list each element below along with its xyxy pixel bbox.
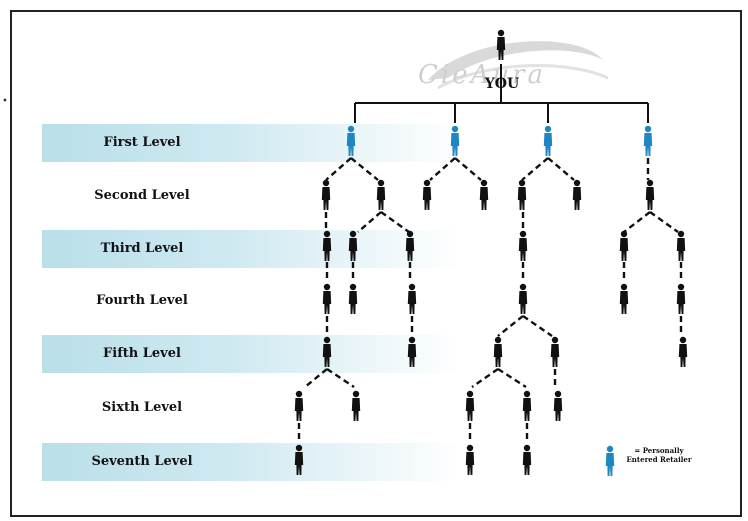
top-bar (0, 0, 748, 8)
person-icon (322, 336, 332, 367)
level-label-fifth: Fifth Level (103, 346, 181, 361)
person-icon (405, 230, 415, 261)
person-icon (553, 390, 563, 421)
person-icon (522, 444, 532, 475)
personally-entered-person-icon (643, 125, 653, 156)
person-icon (407, 336, 417, 367)
person-icon (518, 230, 528, 261)
person-icon (572, 179, 582, 210)
person-icon (676, 230, 686, 261)
person-icon (351, 390, 361, 421)
level-band-first (42, 124, 462, 162)
person-icon (550, 336, 560, 367)
person-icon (422, 179, 432, 210)
person-icon (465, 390, 475, 421)
legend-personally-entered-icon (605, 445, 615, 476)
person-icon (465, 444, 475, 475)
personally-entered-person-icon (346, 125, 356, 156)
level-label-fourth: Fourth Level (96, 293, 188, 308)
person-icon (294, 444, 304, 475)
personally-entered-person-icon (450, 125, 460, 156)
person-icon (376, 179, 386, 210)
person-icon (322, 230, 332, 261)
level-label-first: First Level (103, 135, 181, 150)
level-label-seventh: Seventh Level (91, 454, 193, 469)
dashed-connectors (297, 157, 683, 443)
legend-label: = Personally Entered Retailer (626, 446, 692, 464)
logo-text: CieAura (418, 60, 547, 90)
personally-entered-person-icon (543, 125, 553, 156)
person-icon (645, 179, 655, 210)
level-label-second: Second Level (94, 188, 190, 203)
person-icon (479, 179, 489, 210)
person-icon (321, 179, 331, 210)
person-icon (619, 230, 629, 261)
person-icon (348, 230, 358, 261)
person-icon (493, 336, 503, 367)
person-icon (518, 283, 528, 314)
root-connector (354, 64, 649, 123)
root-person-icon (496, 29, 506, 60)
person-icon (322, 283, 332, 314)
person-icon (294, 390, 304, 421)
level-band-seventh (42, 443, 462, 481)
level-label-third: Third Level (100, 241, 184, 256)
level-band-third (42, 230, 462, 268)
level-band-fifth (42, 335, 462, 373)
person-icon (517, 179, 527, 210)
person-icon (619, 283, 629, 314)
logo-swoosh (428, 41, 609, 90)
person-icon (522, 390, 532, 421)
margin-mark: • (2, 96, 8, 107)
person-icon (348, 283, 358, 314)
person-icon (678, 336, 688, 367)
person-icon (407, 283, 417, 314)
person-icon (676, 283, 686, 314)
level-label-sixth: Sixth Level (101, 400, 183, 415)
